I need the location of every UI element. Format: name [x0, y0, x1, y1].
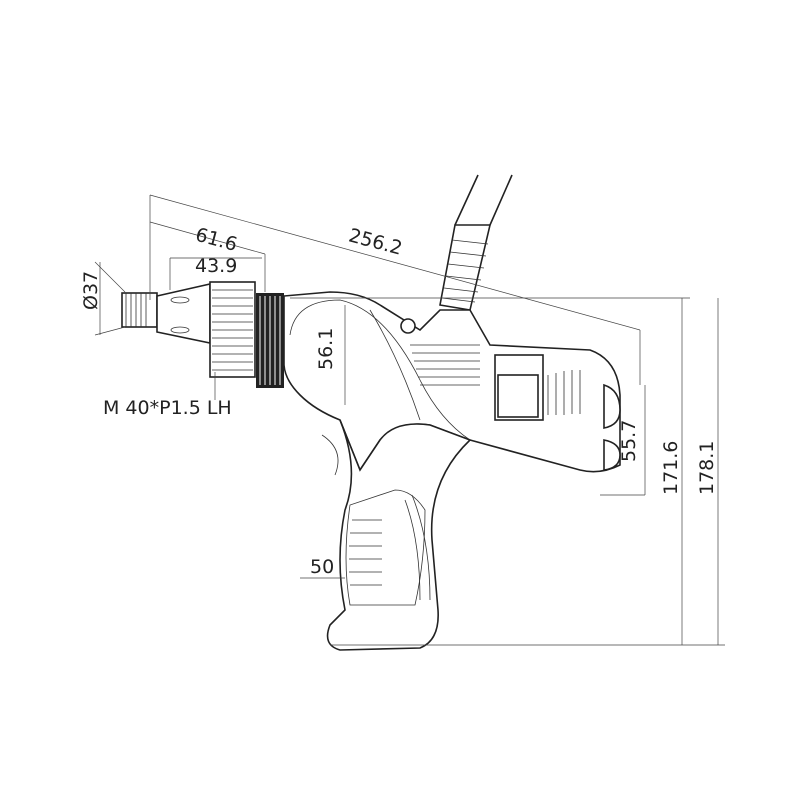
dim-overall-length: 256.2 — [346, 224, 404, 259]
thread-spec: M 40*P1.5 LH — [103, 397, 232, 419]
dim-height-total: 178.1 — [696, 441, 718, 495]
vent-slots — [410, 344, 581, 415]
dim-front-length: 61.6 — [193, 224, 240, 256]
dim-grip-width: 50 — [310, 556, 334, 578]
nozzle — [121, 281, 284, 388]
handle — [321, 419, 472, 651]
cable — [439, 174, 513, 311]
grip-ribs — [349, 494, 431, 601]
dim-thread-length: 43.9 — [195, 255, 237, 277]
dim-rear-height: 55.7 — [618, 420, 640, 462]
dim-height-inner: 171.6 — [660, 441, 682, 495]
dim-nozzle-diameter: Ø37 — [80, 271, 102, 310]
dim-body-height: 56.1 — [315, 328, 337, 370]
dimension-lines — [94, 194, 725, 646]
tool-body — [283, 291, 621, 473]
